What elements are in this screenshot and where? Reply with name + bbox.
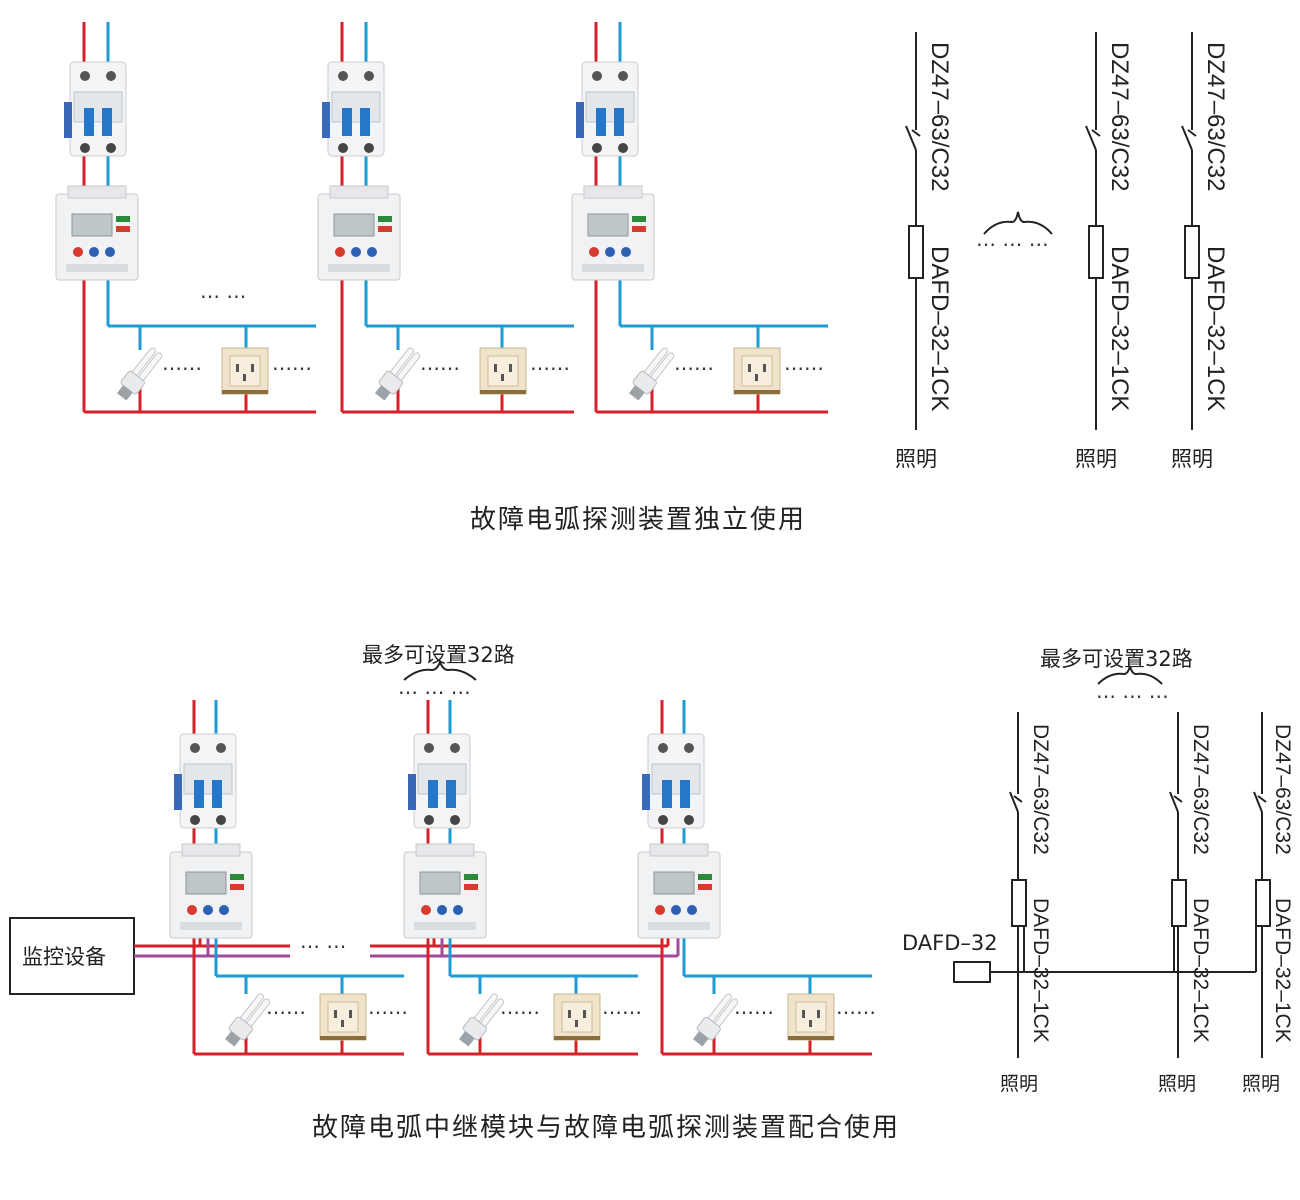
breaker-model-label: DZ47–63/C32 (1189, 724, 1212, 855)
arc-fault-detector (637, 843, 721, 939)
lamp-dots: …… (734, 995, 774, 1019)
bottom-max-label: 最多可设置32路 (362, 643, 515, 667)
arc-fault-detector (55, 185, 139, 281)
schematic-dots: … … … (976, 227, 1049, 251)
monitor-device-box (9, 917, 135, 995)
socket-dots: …… (272, 351, 312, 375)
socket-dots: …… (530, 351, 570, 375)
bottom-schematic: 最多可设置32路 … … … DAFD–32 DZ47–63/C32 DAFD–… (902, 647, 1294, 1095)
load-label: 照明 (1242, 1073, 1280, 1095)
load-label: 照明 (895, 447, 937, 471)
top-unit-2: …… …… (317, 22, 574, 414)
circuit-breaker (407, 733, 471, 829)
arc-fault-detector (317, 185, 401, 281)
schematic-branch: DZ47–63/C32 DAFD–32–1CK 照明 (1000, 712, 1052, 1095)
lamp-dots: …… (266, 995, 306, 1019)
bottom-caption: 故障电弧中继模块与故障电弧探测装置配合使用 (312, 1113, 900, 1143)
socket-dots: …… (602, 995, 642, 1019)
schematic-branch: DZ47–63/C32 DAFD–32–1CK 照明 (895, 32, 953, 471)
load-label: 照明 (1000, 1073, 1038, 1095)
relay-label: DAFD–32 (902, 931, 998, 955)
socket-icon (553, 993, 601, 1041)
bottom-diagram: 最多可设置32路 … … … 监控设备 … … (9, 643, 1294, 1143)
top-caption: 故障电弧探测装置独立使用 (470, 505, 806, 535)
circuit-breaker (321, 61, 385, 157)
schematic-max-label: 最多可设置32路 (1040, 647, 1193, 671)
bus-dots: … … (300, 929, 346, 953)
arc-fault-detector (571, 185, 655, 281)
device-model-label: DAFD–32–1CK (1202, 246, 1229, 411)
load-label: 照明 (1158, 1073, 1196, 1095)
top-unit-1: …… …… (55, 22, 316, 414)
arc-fault-detector (403, 843, 487, 939)
monitor-device-label: 监控设备 (22, 945, 106, 969)
brace-icon (1097, 665, 1163, 685)
breaker-model-label: DZ47–63/C32 (1106, 42, 1133, 191)
device-model-label: DAFD–32–1CK (1106, 246, 1133, 411)
schematic-branch: DZ47–63/C32 DAFD–32–1CK 照明 (1158, 712, 1212, 1095)
lamp-dots: …… (162, 351, 202, 375)
bottom-unit-3: …… …… (637, 700, 876, 1056)
device-model-label: DAFD–32–1CK (1029, 898, 1052, 1043)
socket-icon (787, 993, 835, 1041)
socket-dots: …… (784, 351, 824, 375)
circuit-breaker (575, 61, 639, 157)
schematic-branch: DZ47–63/C32 DAFD–32–1CK 照明 (1171, 32, 1229, 471)
circuit-breaker (641, 733, 705, 829)
top-more-dots: … … (200, 279, 246, 303)
socket-icon (319, 993, 367, 1041)
socket-icon (479, 347, 527, 395)
circuit-breaker (173, 733, 237, 829)
bottom-unit-1: …… …… (169, 700, 408, 1056)
brace-icon (403, 659, 477, 681)
socket-icon (221, 347, 269, 395)
breaker-model-label: DZ47–63/C32 (1202, 42, 1229, 191)
lamp-dots: …… (500, 995, 540, 1019)
load-label: 照明 (1075, 447, 1117, 471)
schematic-brace-dots: … … … (1096, 679, 1169, 703)
bottom-brace-dots: … … … (398, 675, 471, 699)
socket-dots: …… (836, 995, 876, 1019)
lamp-dots: …… (674, 351, 714, 375)
top-diagram: …… …… … … …… …… (55, 22, 1229, 535)
circuit-breaker (63, 61, 127, 157)
device-model-label: DAFD–32–1CK (926, 246, 953, 411)
relay-box (953, 961, 991, 983)
breaker-model-label: DZ47–63/C32 (926, 42, 953, 191)
socket-dots: …… (368, 995, 408, 1019)
top-schematic: DZ47–63/C32 DAFD–32–1CK 照明 DZ47–63/C32 D… (895, 32, 1229, 471)
bottom-unit-2: …… …… (403, 700, 642, 1056)
device-model-label: DAFD–32–1CK (1189, 898, 1212, 1043)
brace-icon (983, 211, 1053, 235)
load-label: 照明 (1171, 447, 1213, 471)
breaker-model-label: DZ47–63/C32 (1029, 724, 1052, 855)
schematic-branch: DZ47–63/C32 DAFD–32–1CK 照明 (1075, 32, 1133, 471)
arc-fault-detector (169, 843, 253, 939)
socket-icon (733, 347, 781, 395)
schematic-branch: DZ47–63/C32 DAFD–32–1CK 照明 (1242, 712, 1294, 1095)
top-unit-3: …… …… (571, 22, 828, 414)
lamp-dots: …… (420, 351, 460, 375)
device-model-label: DAFD–32–1CK (1271, 898, 1294, 1043)
breaker-model-label: DZ47–63/C32 (1271, 724, 1294, 855)
